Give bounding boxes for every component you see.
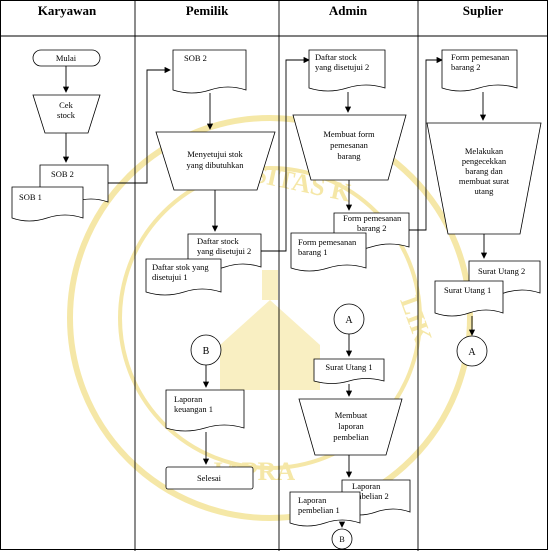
lane-header-pemilik: Pemilik <box>186 3 229 18</box>
connector-a-suplier <box>456 335 488 367</box>
doc-purchase-report-1 <box>289 491 361 527</box>
lane-header-admin: Admin <box>329 3 368 18</box>
doc-approved-list-1 <box>145 258 222 296</box>
make-order-form-manual-op <box>292 114 407 181</box>
doc-sob-2-pemilik <box>172 49 247 94</box>
financial-report-label-1: Laporan <box>174 394 203 404</box>
doc-order-form-2-label-1: Form pemesanan <box>343 213 402 223</box>
connector-a-suplier-label: A <box>468 347 476 358</box>
doc-debt-letter-admin-label: Surat Utang 1 <box>325 362 372 372</box>
make-order-form-label-2: pemesanan <box>330 140 369 150</box>
doc-debt-letter-2-label: Surat Utang 2 <box>478 266 525 276</box>
watermark-seal: ERSITAS K LIK JAPRA <box>67 115 473 521</box>
doc-approved-list-admin-label-2: yang disetujui 2 <box>315 62 369 72</box>
connector-b-admin-label: B <box>339 535 344 544</box>
watermark-right-text: LIK <box>394 292 438 347</box>
doc-sob-2-label: SOB 2 <box>51 169 74 179</box>
doc-approved-list-admin <box>308 49 386 92</box>
doc-debt-letter-1-label: Surat Utang 1 <box>444 285 491 295</box>
doc-order-form-2-label-2: barang 2 <box>357 223 387 233</box>
approve-manual-op <box>155 131 276 191</box>
end-terminator <box>165 466 254 490</box>
doc-approved-list-1-label-2: disetujui 1 <box>152 272 188 282</box>
doc-order-form-1-label-2: barang 1 <box>298 247 328 257</box>
financial-report-label-2: keuangan 1 <box>174 404 213 414</box>
make-purchase-report-label-3: pembelian <box>333 432 369 442</box>
doc-order-form-1 <box>290 232 367 272</box>
check-stock-label-2: stock <box>57 110 76 120</box>
check-stock-label-1: Cek <box>59 100 73 110</box>
approve-label-1: Menyetujui stok <box>187 149 243 159</box>
check-goods-label-2: pengecekkan <box>462 156 507 166</box>
approve-label-2: yang dibutuhkan <box>187 160 245 170</box>
check-goods-label-4: membuat surat <box>459 176 510 186</box>
doc-purchase-report-2-label-2: pembelian 2 <box>347 491 389 501</box>
make-order-form-label-3: barang <box>337 151 361 161</box>
connector-b-pemilik-label: B <box>203 346 210 357</box>
check-goods-manual-op <box>426 122 542 235</box>
make-order-form-label-1: Membuat form <box>323 129 375 139</box>
doc-purchase-report-2-label-1: Laporan <box>352 481 381 491</box>
doc-purchase-report-1-label-1: Laporan <box>298 495 327 505</box>
doc-sob-2-pemilik-label: SOB 2 <box>184 53 207 63</box>
doc-approved-list-2-label-1: Daftar stock <box>197 236 240 246</box>
check-goods-label-5: utang <box>475 186 495 196</box>
doc-sob-1-label: SOB 1 <box>19 192 42 202</box>
end-label: Selesai <box>197 473 222 483</box>
make-purchase-report-label-1: Membuat <box>335 410 368 420</box>
doc-order-form-suplier-label-2: barang 2 <box>451 62 481 72</box>
doc-debt-letter-1 <box>434 280 504 317</box>
doc-purchase-report-1-label-2: pembelian 1 <box>298 505 340 515</box>
connector-a-admin-label: A <box>345 315 353 326</box>
doc-approved-list-admin-label-1: Daftar stock <box>315 52 358 62</box>
doc-order-form-1-label-1: Form pemesanan <box>298 237 357 247</box>
doc-order-form-suplier-label-1: Form pemesanan <box>451 52 510 62</box>
start-terminator <box>32 49 101 67</box>
connector-b-admin <box>331 528 353 550</box>
doc-approved-list-1-label-1: Daftar stok yang <box>152 262 209 272</box>
check-goods-label-1: Melakukan <box>465 146 504 156</box>
make-purchase-report-label-2: laporan <box>338 421 364 431</box>
doc-debt-letter-admin <box>313 358 385 384</box>
doc-approved-list-2-label-2: yang disetujui 2 <box>197 246 251 256</box>
doc-sob-1 <box>11 186 84 222</box>
make-purchase-report-manual-op <box>298 398 403 456</box>
check-stock-manual-op <box>32 94 101 134</box>
doc-order-form-suplier <box>441 49 518 92</box>
start-label: Mulai <box>56 53 77 63</box>
lane-header-karyawan: Karyawan <box>38 3 97 18</box>
lane-header-suplier: Suplier <box>463 3 504 18</box>
doc-financial-report <box>165 389 245 432</box>
check-goods-label-3: barang dan <box>465 166 503 176</box>
